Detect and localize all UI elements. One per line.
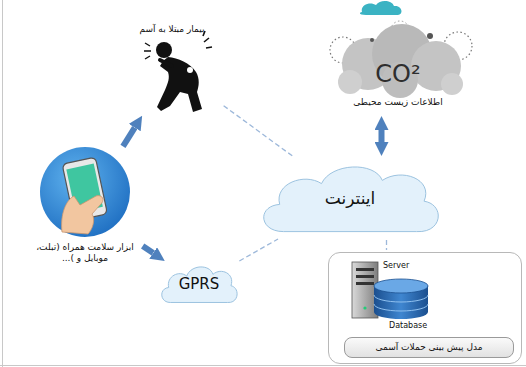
frame-line <box>0 365 526 366</box>
environment-picture <box>330 1 472 98</box>
prediction-model-label: مدل پیش بینی حملات آسمی <box>344 337 514 358</box>
node-text: بیمار مبتلا به آسم <box>139 24 204 35</box>
dashed-link <box>239 239 278 261</box>
node-text: Database <box>389 321 427 331</box>
patient-figure <box>144 31 212 112</box>
node-text: مدل پیش بینی حملات آسمی <box>371 342 486 353</box>
gprs-cloud: GPRS <box>158 262 240 306</box>
environment-node: CO² اطلاعات زیست محیطی <box>318 2 478 114</box>
internet-cloud: اینترنت <box>255 158 445 238</box>
node-text: CO² <box>375 60 420 89</box>
mobile-device-node: ابزار سلامت همراه (تبلت، موبایل و )... <box>29 148 141 266</box>
node-text: اینترنت <box>321 188 380 208</box>
node-text: GPRS <box>175 275 224 293</box>
server-box: ServerDatabase مدل پیش بینی حملات آسمی <box>328 252 522 364</box>
dashed-link <box>224 106 294 157</box>
dashed-link <box>386 240 387 250</box>
node-text: Server <box>383 261 409 271</box>
node-text: اطلاعات زیست محیطی <box>353 97 442 108</box>
arrow-connector <box>379 130 385 142</box>
patient-node: بیمار مبتلا به آسم <box>122 22 222 114</box>
arrow-connector <box>143 246 154 253</box>
frame-line <box>2 0 3 367</box>
mobile-device-picture <box>40 147 130 237</box>
database-picture <box>374 279 428 319</box>
node-text: ابزار سلامت همراه (تبلت، موبایل و )... <box>29 242 141 264</box>
arrow-connector <box>123 128 135 147</box>
